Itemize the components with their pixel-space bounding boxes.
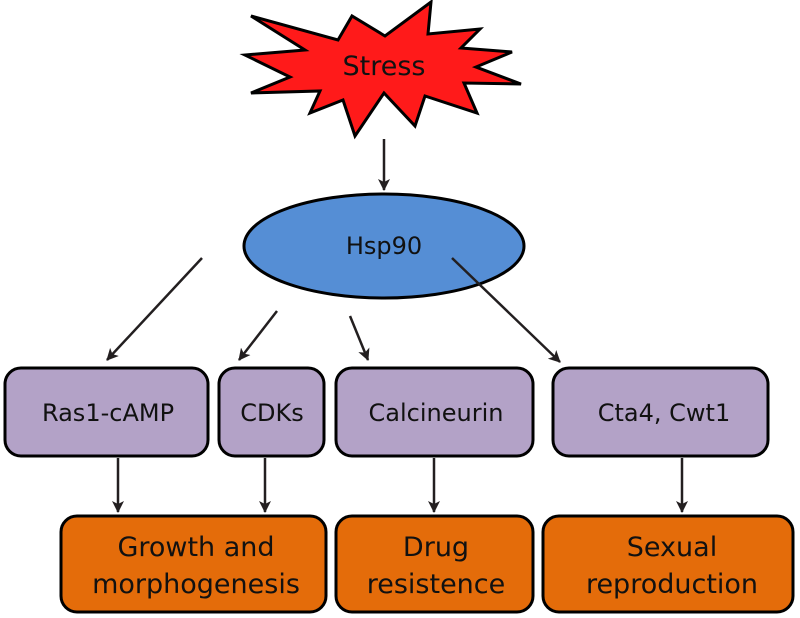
stress-starburst-shape xyxy=(239,0,522,140)
arrow-hsp90-to-ras1-camp xyxy=(106,257,203,361)
outcome-line-2: morphogenesis xyxy=(92,569,300,600)
arrow-hsp90-to-cta4-cwt1 xyxy=(451,257,561,363)
pathway-label: Calcineurin xyxy=(369,399,504,427)
outcome-line-1: Drug xyxy=(403,532,469,563)
arrow-hsp90-to-cdks xyxy=(238,310,278,361)
outcome-sexual: Sexual reproduction xyxy=(541,514,795,614)
stress-node: Stress xyxy=(239,0,522,140)
outcome-growth: Growth and morphogenesis xyxy=(59,514,328,614)
pathway-ras1-camp: Ras1-cAMP xyxy=(3,366,210,458)
arrow-hsp90-to-calcineurin xyxy=(348,315,370,361)
outcome-line-1: Sexual xyxy=(627,532,717,563)
pathway-label: CDKs xyxy=(240,399,303,427)
pathway-label: Cta4, Cwt1 xyxy=(598,399,730,427)
stress-label: Stress xyxy=(343,51,426,82)
hsp90-label: Hsp90 xyxy=(346,232,422,260)
outcome-line-2: reproduction xyxy=(586,569,758,600)
pathway-cdks: CDKs xyxy=(217,366,326,458)
pathway-calcineurin: Calcineurin xyxy=(334,366,535,458)
hsp90-ellipse xyxy=(242,192,526,300)
outcome-line-2: resistence xyxy=(367,569,506,600)
outcome-drug: Drug resistence xyxy=(334,514,535,614)
hsp90-node: Hsp90 xyxy=(242,192,526,300)
pathway-cta4-cwt1: Cta4, Cwt1 xyxy=(551,366,770,458)
pathway-label: Ras1-cAMP xyxy=(42,399,174,427)
outcome-line-1: Growth and xyxy=(117,532,274,563)
